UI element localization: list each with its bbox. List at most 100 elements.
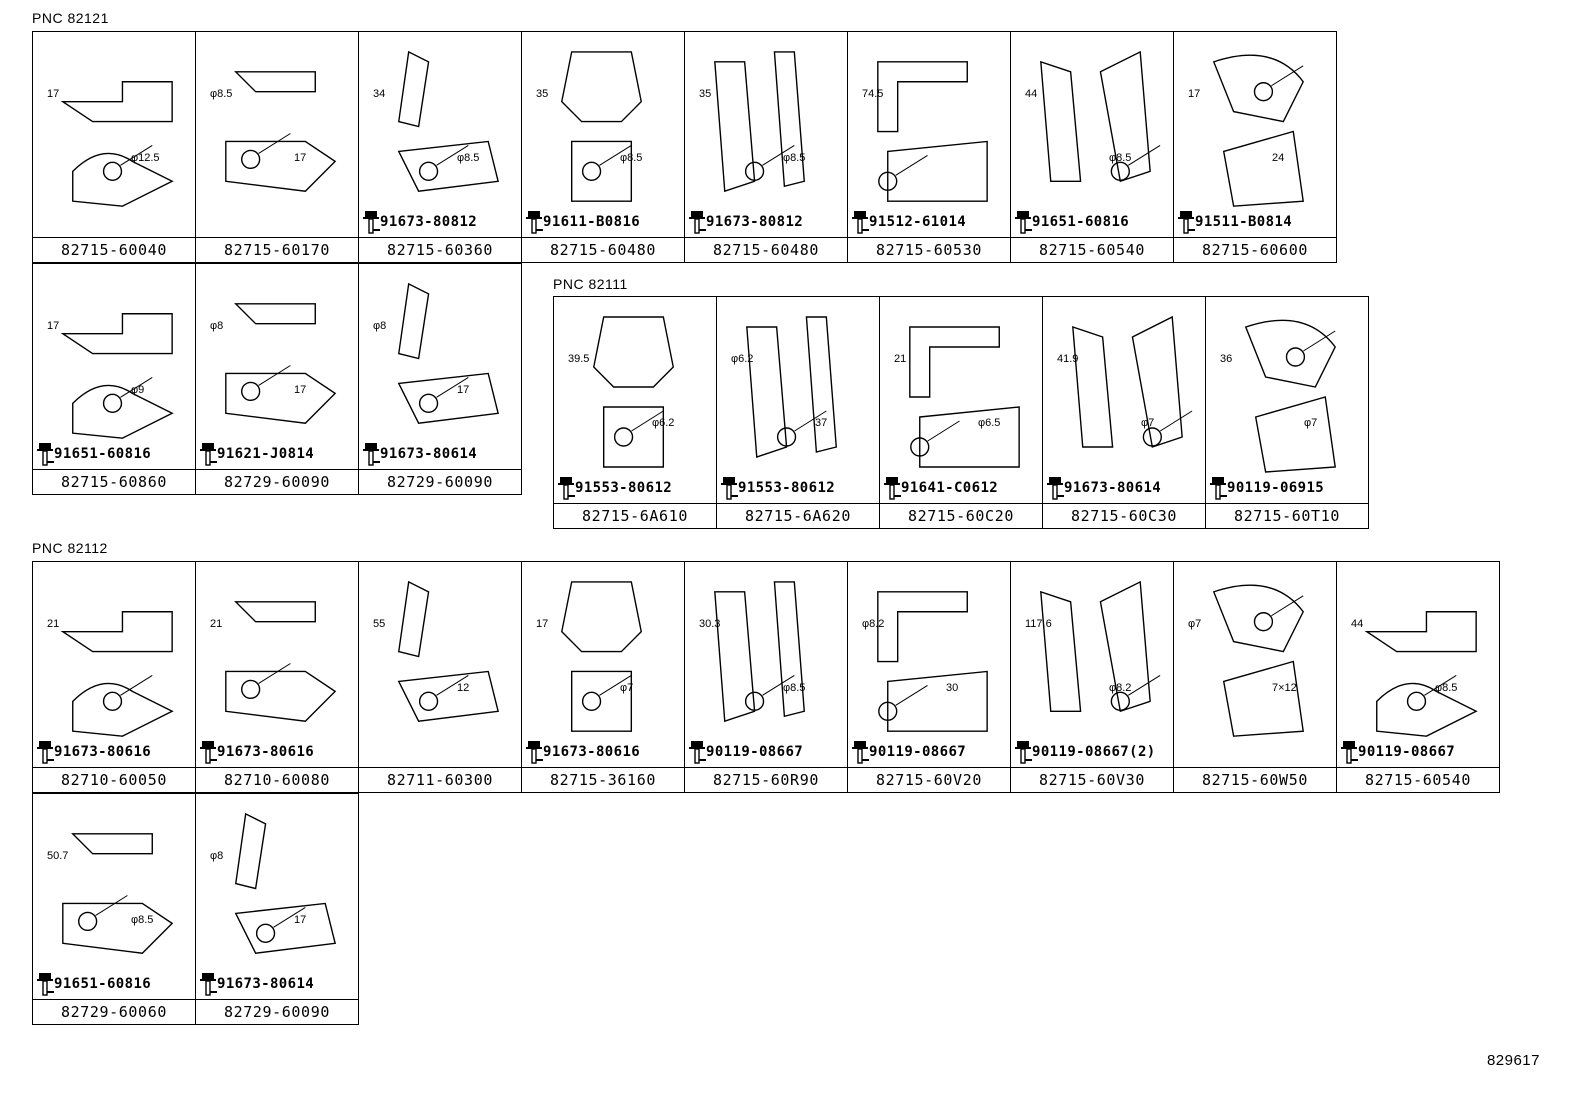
- dimension-label: φ7: [1141, 417, 1155, 429]
- part-drawing: [225, 303, 337, 424]
- dimension-label: φ6.5: [978, 417, 1001, 429]
- bolt-callout[interactable]: 91673-80614: [362, 442, 477, 466]
- part-number-label[interactable]: 82715-60360: [358, 237, 522, 263]
- part-number-label[interactable]: 82715-60480: [684, 237, 848, 263]
- bolt-callout[interactable]: 91673-80812: [362, 210, 477, 234]
- part-number-label[interactable]: 82710-60080: [195, 767, 359, 793]
- dimension-label: φ8.5: [783, 682, 806, 694]
- bolt-callout[interactable]: 91673-80616: [199, 740, 314, 764]
- part-number-label[interactable]: 82715-60860: [32, 469, 196, 495]
- bolt-callout[interactable]: 91512-61014: [851, 210, 966, 234]
- bolt-callout[interactable]: 91651-60816: [36, 972, 151, 996]
- bolt-callout[interactable]: 91673-80614: [199, 972, 314, 996]
- dimension-label: φ12.5: [131, 152, 160, 164]
- part-number-label[interactable]: 82715-60V30: [1010, 767, 1174, 793]
- bolt-callout[interactable]: 90119-08667: [1340, 740, 1455, 764]
- dimension-label: φ6.2: [731, 353, 754, 365]
- part-number-label[interactable]: 82715-60C30: [1042, 503, 1206, 529]
- part-number-label[interactable]: 82729-60090: [195, 469, 359, 495]
- part-number-label[interactable]: 82715-6A620: [716, 503, 880, 529]
- part-number-label[interactable]: 82715-60540: [1336, 767, 1500, 793]
- part-number-label[interactable]: 82715-60170: [195, 237, 359, 263]
- bolt-part-number: 90119-06915: [1227, 480, 1325, 496]
- bolt-callout[interactable]: 91641-C0612: [883, 476, 998, 500]
- part-number-label[interactable]: 82710-60050: [32, 767, 196, 793]
- part-drawing: [1212, 584, 1305, 737]
- bolt-callout[interactable]: 91673-80812: [688, 210, 803, 234]
- bolt-icon: [1209, 476, 1227, 500]
- bolt-callout[interactable]: 91553-80612: [720, 476, 835, 500]
- part-number-label[interactable]: 82729-60090: [358, 469, 522, 495]
- part-number-label[interactable]: 82729-60060: [32, 999, 196, 1025]
- dimension-label: φ8.2: [862, 618, 885, 630]
- part-number-label[interactable]: 82715-60040: [32, 237, 196, 263]
- bolt-icon: [557, 476, 575, 500]
- bolt-part-number: 91673-80812: [706, 214, 804, 230]
- part-number-label[interactable]: 82715-60R90: [684, 767, 848, 793]
- part-number-label[interactable]: 82715-60V20: [847, 767, 1011, 793]
- part-number-label[interactable]: 82715-36160: [521, 767, 685, 793]
- bolt-callout[interactable]: 91673-80616: [525, 740, 640, 764]
- bolt-callout[interactable]: 91673-80616: [36, 740, 151, 764]
- dimension-label: 17: [457, 384, 470, 396]
- bolt-icon: [720, 476, 738, 500]
- bolt-callout[interactable]: 91651-60816: [36, 442, 151, 466]
- part-number-label[interactable]: 82729-60090: [195, 999, 359, 1025]
- part-number-label[interactable]: 82715-6A610: [553, 503, 717, 529]
- part-number-label[interactable]: 82711-60300: [358, 767, 522, 793]
- part-drawing: [877, 591, 988, 732]
- part-number-label[interactable]: 82715-60600: [1173, 237, 1337, 263]
- part-number-label[interactable]: 82715-60480: [521, 237, 685, 263]
- part-number-label[interactable]: 82715-60C20: [879, 503, 1043, 529]
- bolt-icon: [200, 973, 217, 996]
- bolt-icon: [36, 442, 54, 466]
- bolt-callout[interactable]: 90119-08667: [688, 740, 803, 764]
- part-drawing: [714, 581, 806, 723]
- dimension-label: 17: [536, 618, 549, 630]
- part-number-label[interactable]: 82715-60540: [1010, 237, 1174, 263]
- part-number-label[interactable]: 82715-60T10: [1205, 503, 1369, 529]
- bolt-callout[interactable]: 91553-80612: [557, 476, 672, 500]
- part-number-label[interactable]: 82715-60W50: [1173, 767, 1337, 793]
- bolt-icon: [37, 443, 54, 466]
- bolt-icon: [852, 211, 869, 234]
- bolt-callout[interactable]: 91611-B0816: [525, 210, 640, 234]
- dimension-label: 35: [699, 88, 712, 100]
- bolt-callout[interactable]: 90119-06915: [1209, 476, 1324, 500]
- bolt-callout[interactable]: 91511-B0814: [1177, 210, 1292, 234]
- bolt-callout[interactable]: 91651-60816: [1014, 210, 1129, 234]
- bolt-icon: [199, 442, 217, 466]
- part-number-label[interactable]: 82715-60530: [847, 237, 1011, 263]
- bolt-callout[interactable]: 90119-08667: [851, 740, 966, 764]
- bolt-callout[interactable]: 91673-80614: [1046, 476, 1161, 500]
- bolt-callout[interactable]: 91621-J0814: [199, 442, 314, 466]
- bolt-callout[interactable]: 90119-08667(2): [1014, 740, 1156, 764]
